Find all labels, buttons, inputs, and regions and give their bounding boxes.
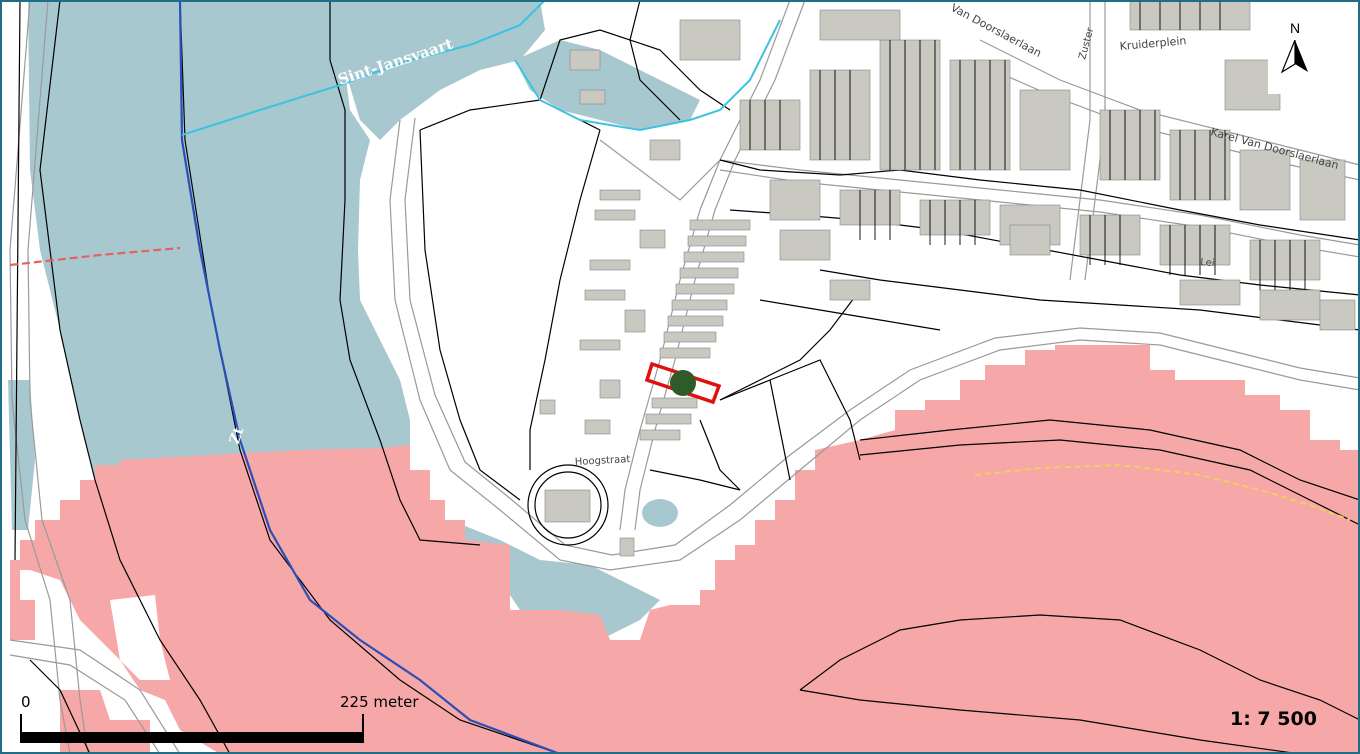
flood-zone [20,345,1360,754]
dashed-yellow-line [974,463,1351,521]
dashed-red-line [9,246,181,267]
scale-bar [20,732,364,743]
north-indicator: N [1268,14,1334,94]
water-body-river [28,0,410,480]
label-street-f: Hoogstraat [575,454,631,468]
scale-tick-end [362,714,364,734]
label-street-e: Lei [1200,257,1215,269]
selected-parcel-marker[interactable] [644,361,722,405]
scale-end-label: 225 meter [340,693,419,711]
water-body-pond [515,40,700,130]
flood-white-gap [110,595,170,680]
label-water-mark: Zt [227,425,248,447]
north-label: N [1289,20,1301,36]
scale-start-label: 0 [21,693,31,711]
parcel-dividers [749,0,1306,290]
flood-zone-left [10,560,35,640]
municipal-boundary-blue [178,0,561,754]
waterway-boundary-cyan-2 [514,19,781,132]
north-arrow-icon [1280,40,1308,74]
small-pond [642,499,678,527]
label-street-b: Kruiderplein [1119,34,1187,53]
water-body-channel [330,0,545,140]
building-row-west [579,189,641,351]
water-left-edge [8,380,35,530]
scale-tick-start [20,714,22,734]
selected-parcel-outline[interactable] [644,361,722,405]
location-point-icon[interactable] [670,370,696,396]
waterway-boundary-cyan [181,0,546,137]
scale-ratio: 1: 7 500 [1230,708,1317,730]
building-row-street [639,219,751,441]
